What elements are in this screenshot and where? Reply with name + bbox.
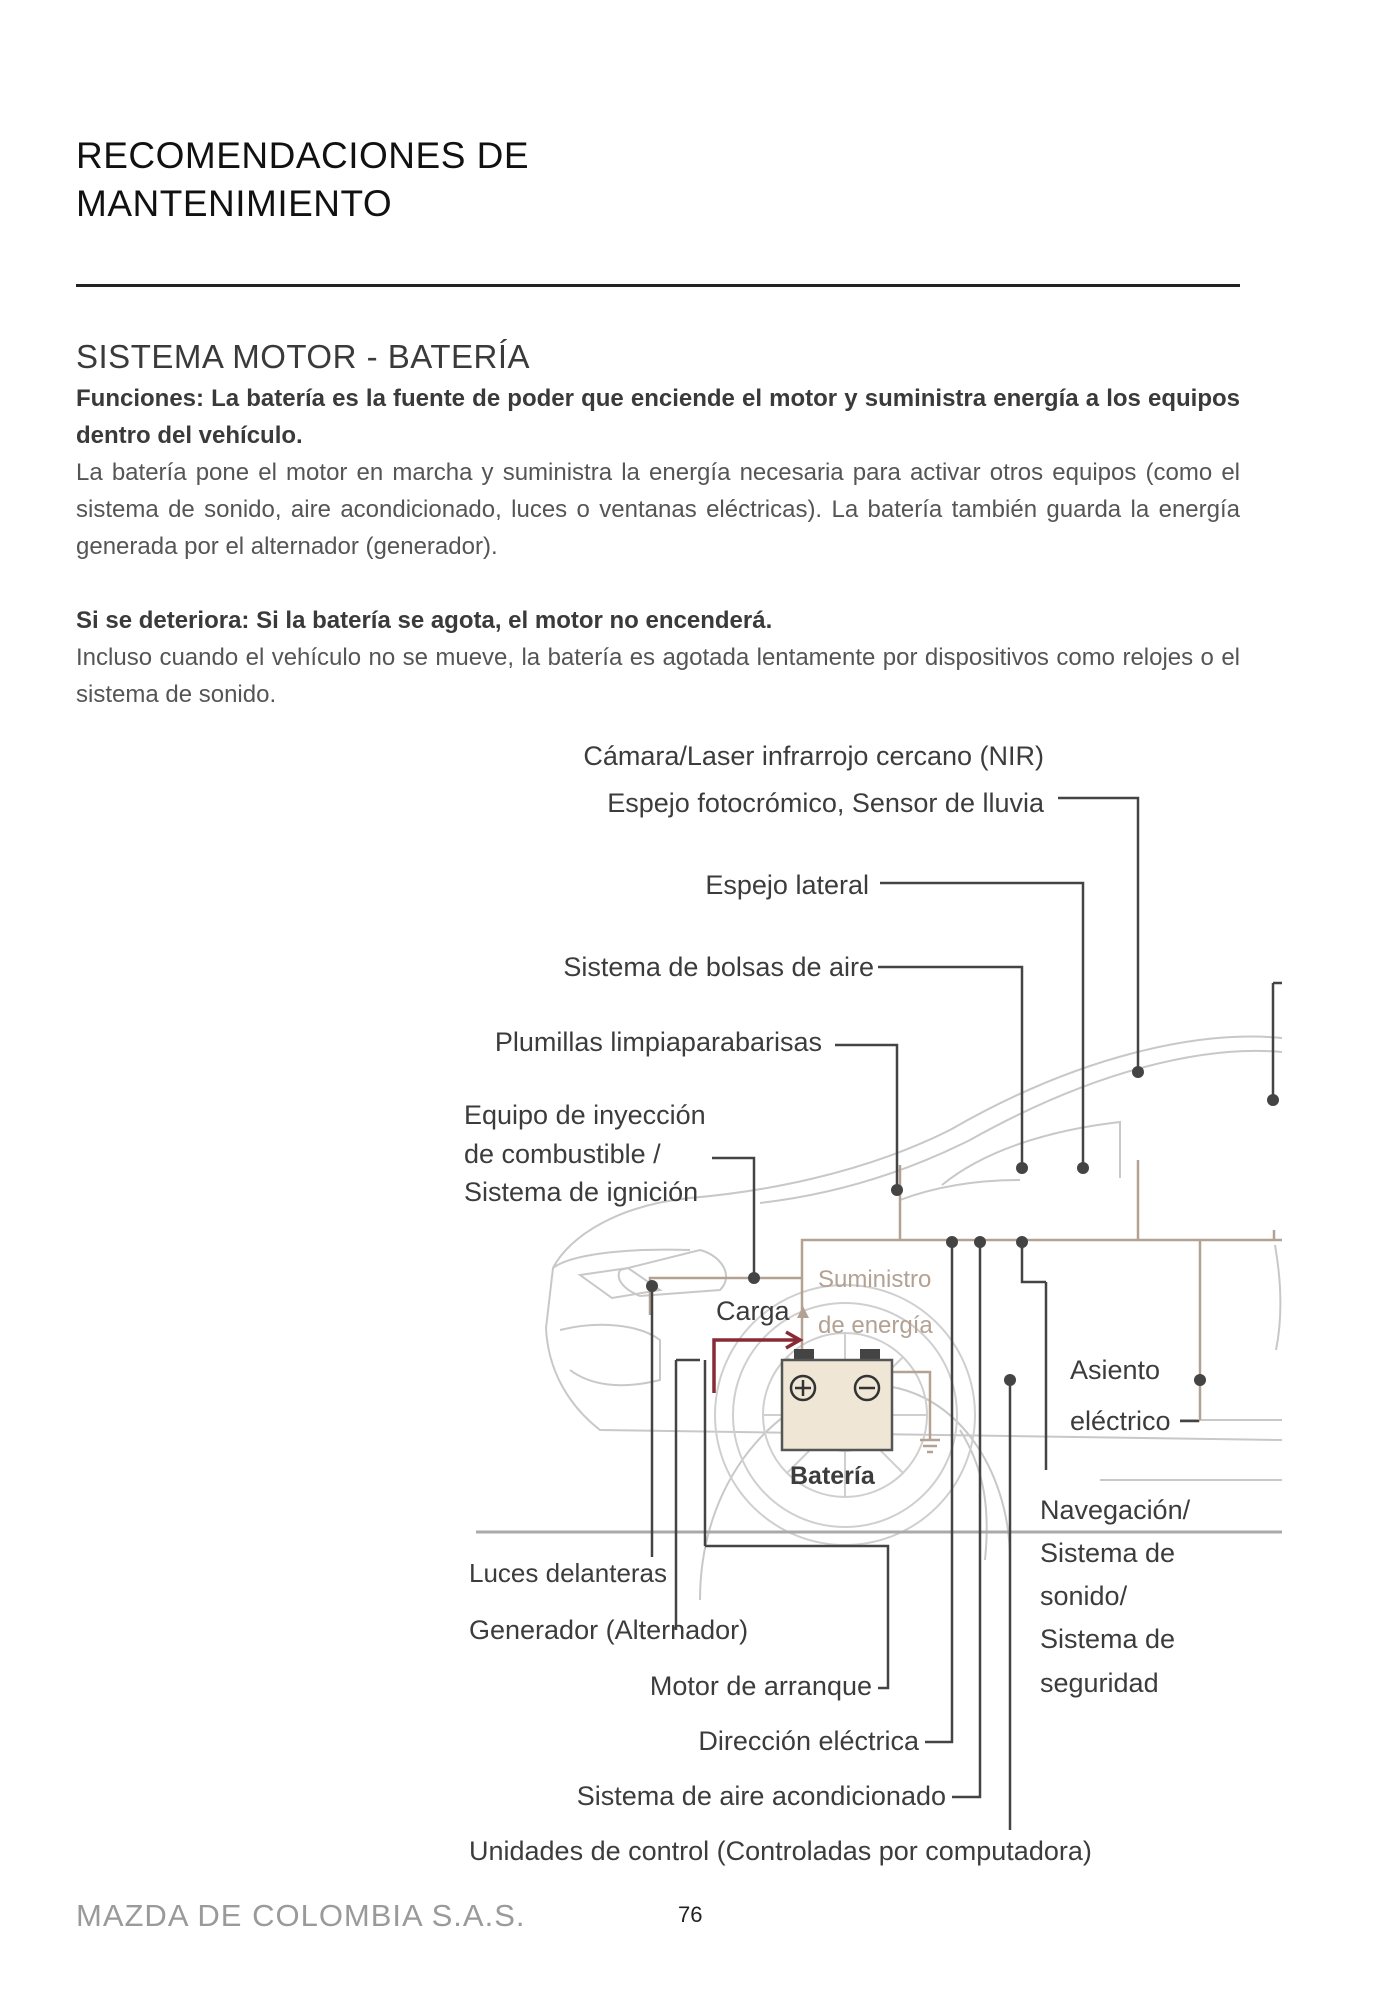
injection-label-line-1: Equipo de inyección	[464, 1100, 706, 1130]
battery-label: Batería	[790, 1462, 876, 1490]
power-supply-label-line-1: Suministro	[818, 1266, 931, 1293]
power-supply-label-line-2: de energía	[818, 1312, 933, 1339]
charge-wiring	[712, 1330, 804, 1393]
generator-label: Generador (Alternador)	[469, 1615, 748, 1645]
functions-description: La batería pone el motor en marcha y sum…	[76, 459, 1240, 560]
footer-company-name: MAZDA DE COLOMBIA S.A.S.	[76, 1898, 526, 1933]
navigation-label-line-5: seguridad	[1040, 1668, 1159, 1698]
steering-label: Dirección eléctrica	[698, 1726, 920, 1756]
supply-arrow-icon	[797, 1306, 809, 1318]
navigation-label-line-1: Navegación/	[1040, 1495, 1191, 1525]
power-seat-label-line-1: Asiento	[1070, 1355, 1160, 1385]
deterioration-paragraph: Si se deteriora: Si la batería se agota,…	[76, 607, 773, 634]
control-units-label: Unidades de control (Controladas por com…	[469, 1836, 1092, 1866]
airbags-label: Sistema de bolsas de aire	[563, 952, 874, 982]
leader-lines	[650, 796, 1282, 1830]
page-title: RECOMENDACIONES DE MANTENIMIENTO	[76, 132, 529, 228]
page-title-line-1: RECOMENDACIONES DE	[76, 135, 530, 176]
charge-label: Carga	[716, 1296, 791, 1326]
starter-label: Motor de arranque	[650, 1671, 872, 1701]
navigation-label-line-4: Sistema de	[1040, 1624, 1175, 1654]
power-seat-label-line-2: eléctrico	[1070, 1406, 1171, 1436]
page-title-line-2: MANTENIMIENTO	[76, 183, 393, 224]
functions-paragraph: Funciones: La batería es la fuente de po…	[76, 385, 1240, 449]
deterioration-description: Incluso cuando el vehículo no se mueve, …	[76, 644, 1240, 708]
navigation-label-line-2: Sistema de	[1040, 1538, 1175, 1568]
wipers-label: Plumillas limpiaparabarisas	[495, 1027, 822, 1057]
side-mirror-label: Espejo lateral	[705, 870, 869, 900]
junction-dots	[646, 1066, 1279, 1386]
navigation-label-line-3: sonido/	[1040, 1581, 1128, 1611]
section-heading: SISTEMA MOTOR - BATERÍA	[76, 338, 531, 375]
mirror-sensor-label: Espejo fotocrómico, Sensor de lluvia	[607, 788, 1045, 818]
camera-label: Cámara/Laser infrarrojo cercano (NIR)	[583, 741, 1044, 771]
injection-label-line-2: de combustible /	[464, 1139, 661, 1169]
headlights-label: Luces delanteras	[469, 1558, 667, 1588]
battery-icon	[780, 1349, 894, 1452]
page-number: 76	[678, 1902, 703, 1927]
ac-label: Sistema de aire acondicionado	[577, 1781, 946, 1811]
injection-label-line-3: Sistema de ignición	[464, 1177, 698, 1207]
title-divider	[76, 284, 1240, 287]
